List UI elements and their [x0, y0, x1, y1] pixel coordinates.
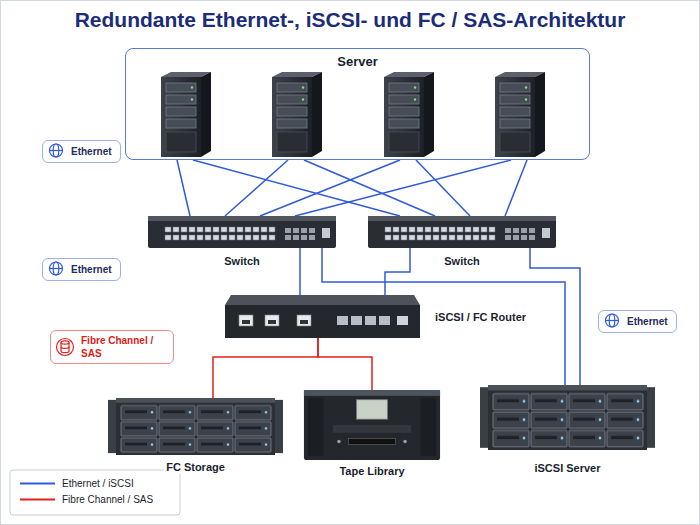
network-tag: Ethernet — [42, 140, 121, 163]
fc-storage: FC Storage — [108, 398, 283, 455]
globe-icon — [606, 314, 619, 327]
router: iSCSI / FC Router — [225, 295, 420, 338]
legend-line — [20, 483, 55, 485]
ethernet-link — [322, 248, 565, 385]
device-label: iSCSI Server — [531, 461, 603, 475]
fc-link — [318, 338, 372, 390]
device-label: Tape Library — [336, 464, 407, 478]
switch: Switch — [368, 216, 556, 248]
svg-detail — [50, 144, 63, 157]
network-tag: Ethernet — [598, 310, 677, 333]
svg-detail — [61, 343, 69, 353]
tag-text: Fibre Channel / SAS — [81, 334, 165, 360]
database-icon — [57, 339, 74, 356]
ethernet-link — [299, 248, 301, 295]
server-group: Server — [125, 48, 590, 160]
diagram-title: Redundante Ethernet-, iSCSI- und FC / SA… — [75, 8, 626, 32]
switch-device — [148, 216, 336, 248]
legend-box — [10, 470, 180, 515]
server-tower — [495, 72, 545, 157]
router-device — [225, 295, 420, 338]
device-label: Switch — [441, 254, 482, 268]
globe-icon — [50, 144, 63, 157]
device-label: iSCSI / FC Router — [432, 310, 529, 324]
iscsi-device — [480, 385, 655, 450]
group-heading: Server — [126, 54, 589, 69]
globe-icon — [50, 262, 63, 275]
tag-text: Ethernet — [71, 145, 112, 158]
svg-detail — [50, 262, 63, 275]
iscsi-server: iSCSI Server — [480, 385, 655, 450]
server-tower — [161, 72, 211, 157]
ethernet-link — [193, 160, 527, 216]
legend-text: Fibre Channel / SAS — [62, 493, 153, 506]
svg-detail — [57, 339, 74, 356]
tag-text: Ethernet — [627, 315, 668, 328]
svg-detail — [606, 314, 619, 327]
legend-line — [20, 499, 55, 501]
tape-device — [304, 390, 440, 460]
device-label: Switch — [221, 254, 262, 268]
legend-text: Ethernet / iSCSI — [62, 477, 134, 490]
tape-library: Tape Library — [302, 390, 442, 460]
tag-text: Ethernet — [71, 263, 112, 276]
svg-detail — [606, 320, 619, 321]
server-tower — [272, 72, 322, 157]
storage-device — [108, 398, 283, 455]
svg-detail — [50, 150, 63, 151]
svg-detail — [61, 341, 69, 344]
storage-tag: Fibre Channel / SAS — [50, 330, 174, 364]
switch-device — [368, 216, 556, 248]
server-tower — [384, 72, 434, 157]
ethernet-link — [530, 248, 580, 385]
device-label: FC Storage — [163, 460, 228, 474]
switch: Switch — [148, 216, 336, 248]
fc-link — [213, 338, 318, 398]
svg-detail — [61, 347, 69, 349]
svg-detail — [50, 268, 63, 269]
ethernet-link — [385, 248, 410, 295]
network-tag: Ethernet — [42, 258, 121, 281]
